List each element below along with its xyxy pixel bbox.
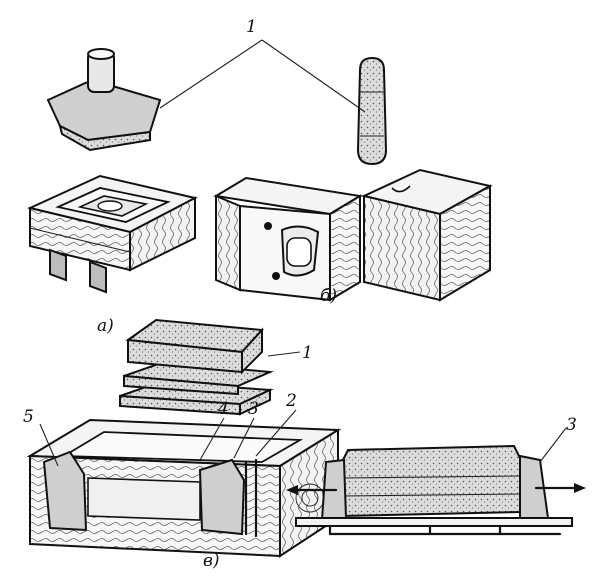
- core-box: [26, 409, 342, 558]
- pattern-a: [46, 48, 162, 152]
- label-part-1-top: 1: [246, 17, 257, 37]
- mold-b-right-half: [360, 168, 493, 302]
- label-num-4: 4: [217, 399, 229, 419]
- sand-plate-stack: [119, 318, 301, 416]
- label-sub-v: в): [203, 551, 220, 571]
- label-num-3-left: 3: [248, 399, 259, 419]
- label-part-1-stack: 1: [302, 343, 313, 363]
- label-num-3-right: 3: [566, 415, 577, 435]
- label-num-2: 2: [285, 391, 297, 411]
- label-sub-b: б): [320, 286, 337, 306]
- pattern-b: [356, 56, 388, 166]
- label-sub-a: а): [97, 316, 114, 336]
- mold-b-left-half: [213, 176, 363, 302]
- label-1-leaders: [159, 39, 366, 113]
- mold-a: [26, 174, 198, 294]
- label-num-5: 5: [23, 407, 34, 427]
- core-section-view: [286, 427, 586, 536]
